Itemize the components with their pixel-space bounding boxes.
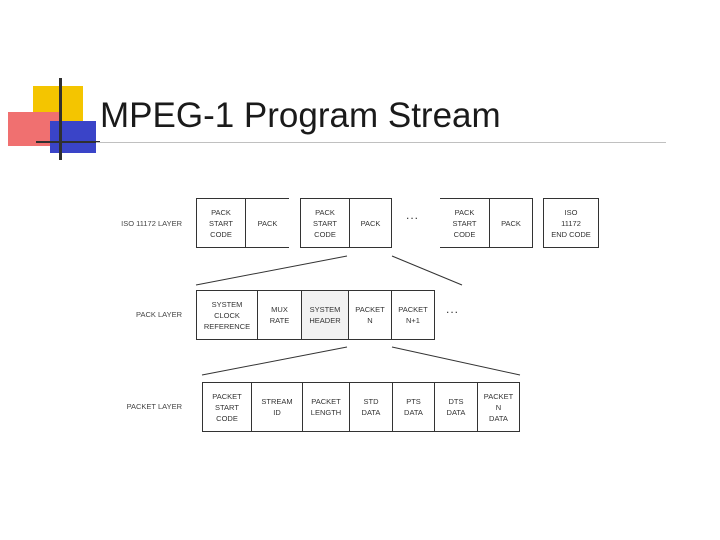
connector-iso-to-pack-left (195, 255, 348, 286)
title-underline (96, 142, 666, 143)
packet-pts-data: PTS DATA (392, 382, 435, 432)
slide-title: MPEG-1 Program Stream (100, 96, 501, 135)
connector-pack-to-packet-right (391, 346, 521, 376)
iso-layer-ellipsis: ... (406, 208, 420, 222)
iso-pack-3: PACK (489, 198, 533, 248)
packet-start-code: PACKET START CODE (202, 382, 252, 432)
iso-pack-1: PACK (245, 198, 289, 248)
pack-layer-ellipsis: ... (446, 302, 460, 316)
packet-layer-label: PACKET LAYER (126, 402, 182, 411)
iso-layer-label: ISO 11172 LAYER (121, 219, 182, 228)
logo-horizontal-line (36, 141, 100, 143)
pack-system-clock-reference: SYSTEM CLOCK REFERENCE (196, 290, 258, 340)
logo-vertical-line (59, 78, 62, 160)
slide-logo (0, 0, 100, 170)
connector-iso-to-pack-right (391, 255, 463, 286)
packet-std-data: STD DATA (349, 382, 393, 432)
iso-pack-start-code-1: PACK START CODE (196, 198, 246, 248)
pack-layer-label: PACK LAYER (136, 310, 182, 319)
pack-mux-rate: MUX RATE (257, 290, 302, 340)
iso-pack-2: PACK (349, 198, 392, 248)
logo-blue-square (50, 121, 96, 153)
iso-end-code: ISO 11172 END CODE (543, 198, 599, 248)
connector-pack-to-packet-left (201, 346, 348, 376)
iso-pack-start-code-3: PACK START CODE (440, 198, 490, 248)
packet-n-data: PACKET N DATA (477, 382, 520, 432)
iso-pack-start-code-2: PACK START CODE (300, 198, 350, 248)
packet-length: PACKET LENGTH (302, 382, 350, 432)
pack-packet-n-plus-1: PACKET N+1 (391, 290, 435, 340)
pack-packet-n: PACKET N (348, 290, 392, 340)
packet-stream-id: STREAM ID (251, 382, 303, 432)
